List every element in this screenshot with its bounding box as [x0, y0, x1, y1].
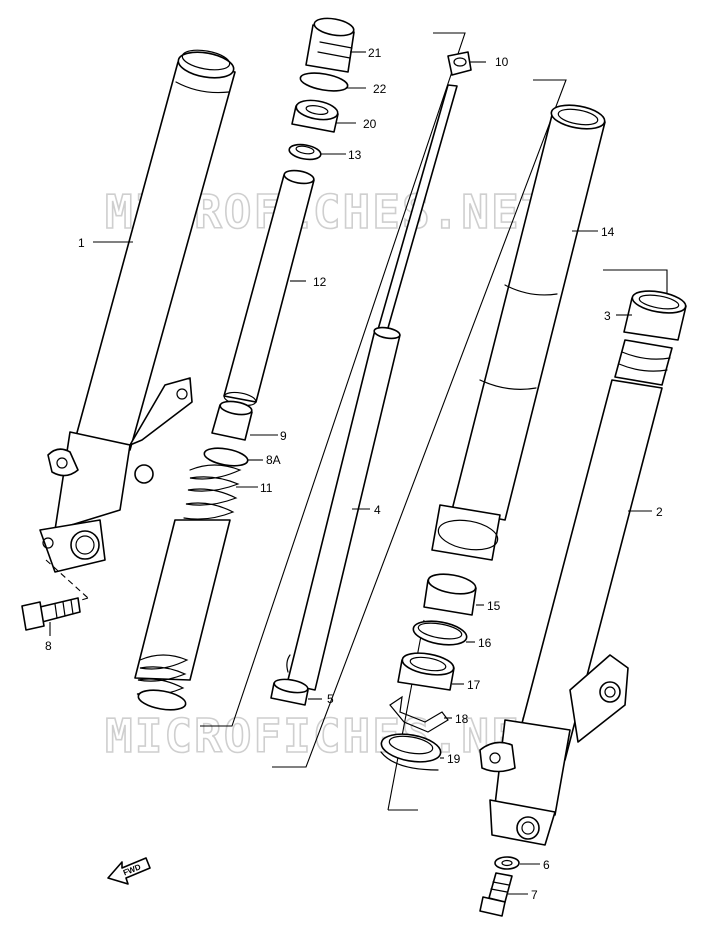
- leader-lines: [49, 51, 652, 895]
- spacer-20: [291, 99, 339, 133]
- ring-8a: [203, 447, 249, 467]
- seal-spacer-16: [412, 620, 468, 646]
- callout-3: 3: [604, 309, 611, 323]
- callout-5: 5: [327, 692, 334, 706]
- callout-13: 13: [348, 148, 362, 162]
- callout-8: 8: [45, 639, 52, 653]
- callout-1: 1: [78, 236, 85, 250]
- o-ring-22: [299, 72, 349, 92]
- fork-spring-11: [134, 464, 242, 711]
- right-fork-bracket: [603, 269, 668, 302]
- callout-12: 12: [313, 275, 327, 289]
- callout-22: 22: [373, 82, 387, 96]
- oil-lock-piece-5: [270, 678, 309, 706]
- callout-18: 18: [455, 712, 469, 726]
- callout-9: 9: [280, 429, 287, 443]
- outer-tube-left: [39, 49, 236, 573]
- spring-seat-9: [211, 400, 253, 441]
- cap-bolt-21: [305, 17, 355, 73]
- callout-10: 10: [495, 55, 509, 69]
- callout-17: 17: [467, 678, 481, 692]
- slide-bushing-15: [423, 573, 477, 616]
- bolt-8: [21, 597, 81, 631]
- outer-tube-right: [479, 339, 673, 846]
- oil-seal-17: [397, 652, 455, 691]
- callout-16: 16: [478, 636, 492, 650]
- damper-rod-4: [286, 84, 458, 691]
- bolt-7: [479, 872, 513, 917]
- clip-18: [389, 695, 449, 733]
- washer-13: [288, 143, 322, 161]
- gasket-6: [494, 856, 520, 870]
- callout-7: 7: [531, 888, 538, 902]
- lock-nut-10: [447, 51, 472, 76]
- callout-20: 20: [363, 117, 377, 131]
- callout-8a: 8A: [266, 453, 281, 467]
- callout-14: 14: [601, 225, 615, 239]
- callout-6: 6: [543, 858, 550, 872]
- callout-21: 21: [368, 46, 382, 60]
- callout-11: 11: [260, 481, 273, 495]
- damper-rod-group-bracket: [272, 79, 567, 768]
- watermark-bottom: MICROFICHES.NET: [105, 709, 550, 763]
- callout-2: 2: [656, 505, 663, 519]
- inner-tube-14: [431, 104, 606, 561]
- inner-tube-group-bracket: [200, 32, 466, 727]
- callout-19: 19: [447, 752, 461, 766]
- spacer-pipe-12: [223, 169, 315, 407]
- callout-4: 4: [374, 503, 381, 517]
- dust-seal-19: [380, 733, 442, 771]
- callout-15: 15: [487, 599, 501, 613]
- fwd-arrow-icon: FWD: [107, 857, 151, 885]
- dust-cover-3: [623, 290, 687, 341]
